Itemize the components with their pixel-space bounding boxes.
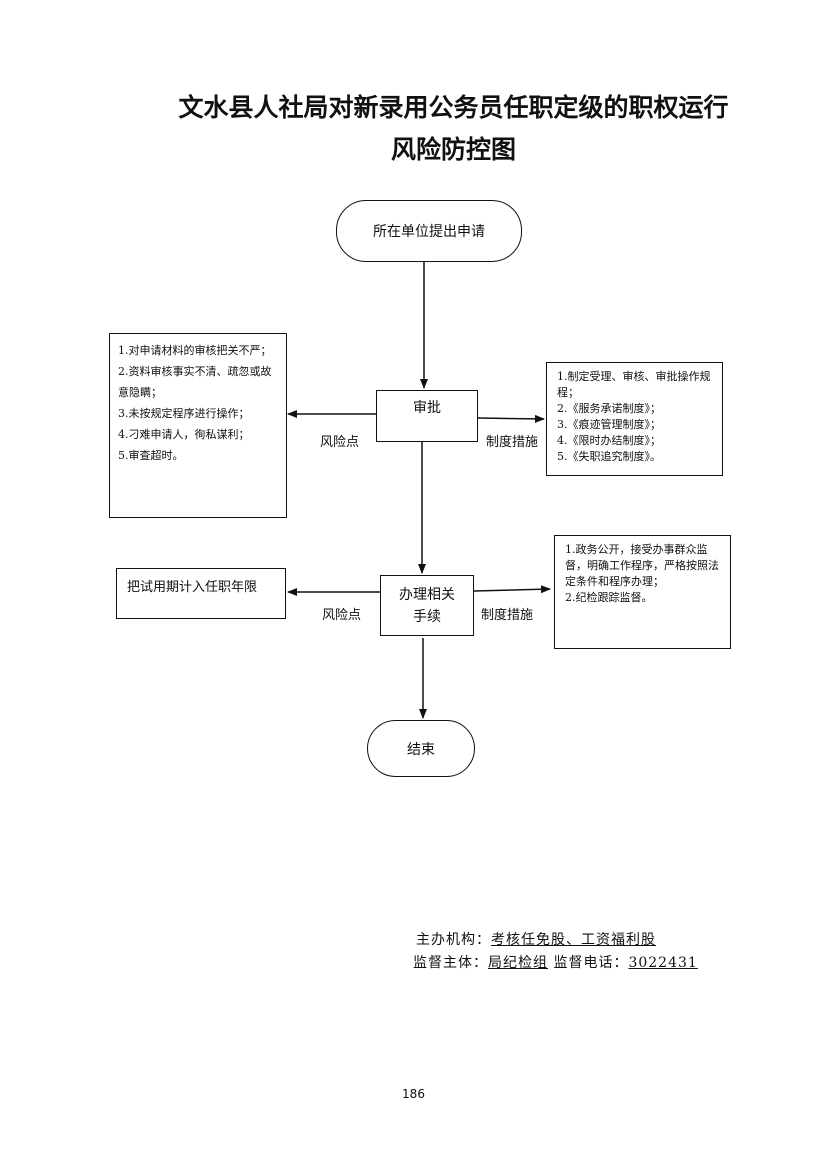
- measure1-item: 3.《痕迹管理制度》；: [557, 418, 661, 431]
- measure-box-2: 1.政务公开，接受办事群众监督，明确工作程序，严格按照法定条件和程序办理； 2.…: [554, 535, 731, 649]
- organizer-label: 主办机构：: [416, 932, 491, 948]
- start-node: 所在单位提出申请: [336, 200, 522, 262]
- handle-node-label-2: 手续: [413, 608, 441, 625]
- supervisor-value: 局纪检组: [488, 955, 548, 971]
- phone-label: 监督电话：: [553, 955, 629, 971]
- arrow-handle-to-measure2: [473, 585, 551, 594]
- measure-label-2: 制度措施: [481, 608, 534, 623]
- approve-node: 审批: [376, 390, 478, 442]
- measure2-item: 1.政务公开，接受办事群众监督，明确工作程序，严格按照法定条件和程序办理；: [565, 543, 719, 588]
- measure1-item: 4.《限时办结制度》；: [557, 434, 661, 447]
- footer-supervisor: 监督主体：局纪检组 监督电话：3022431: [413, 952, 698, 972]
- risk-box-1: 1.对申请材料的审核把关不严； 2.资料审核事实不清、疏忽或故意隐瞒； 3.未按…: [109, 333, 287, 518]
- arrow-approve-to-measure1: [477, 414, 545, 423]
- handle-node-label-1: 办理相关: [399, 586, 455, 603]
- risk1-item: 2.资料审核事实不清、疏忽或故意隐瞒；: [118, 365, 272, 399]
- risk2-text: 把试用期计入任职年限: [127, 580, 258, 595]
- measure1-item: 2.《服务承诺制度》；: [557, 402, 661, 415]
- risk1-item: 5.审查超时。: [118, 449, 184, 462]
- measure2-item: 2.纪检跟踪监督。: [565, 591, 653, 604]
- footer-organizer: 主办机构：考核任免股、工资福利股: [416, 929, 656, 949]
- measure1-item: 1.制定受理、审核、审批操作规程；: [557, 370, 711, 399]
- risk-label-1: 风险点: [320, 435, 360, 450]
- measure1-item: 5.《失职追究制度》。: [557, 450, 661, 463]
- measure-label-1: 制度措施: [486, 435, 539, 450]
- end-node-label: 结束: [407, 741, 435, 758]
- title-line-1: 文水县人社局对新录用公务员任职定级的职权运行: [178, 93, 729, 122]
- approve-node-label: 审批: [413, 400, 441, 416]
- organizer-value: 考核任免股、工资福利股: [491, 932, 656, 948]
- phone-value: 3022431: [628, 955, 698, 971]
- risk1-item: 4.刁难申请人，徇私谋利；: [118, 428, 250, 441]
- risk-box-2: 把试用期计入任职年限: [116, 568, 286, 619]
- risk-label-2: 风险点: [322, 608, 362, 623]
- title-line-2: 风险防控图: [390, 135, 516, 164]
- supervisor-label: 监督主体：: [413, 955, 488, 971]
- handle-node: 办理相关 手续: [380, 575, 474, 636]
- end-node: 结束: [367, 720, 475, 777]
- measure-box-1: 1.制定受理、审核、审批操作规程； 2.《服务承诺制度》； 3.《痕迹管理制度》…: [546, 362, 723, 476]
- start-node-label: 所在单位提出申请: [373, 224, 485, 240]
- risk1-item: 1.对申请材料的审核把关不严；: [118, 344, 272, 357]
- risk1-item: 3.未按规定程序进行操作；: [118, 407, 250, 420]
- page-number: 186: [402, 1087, 425, 1101]
